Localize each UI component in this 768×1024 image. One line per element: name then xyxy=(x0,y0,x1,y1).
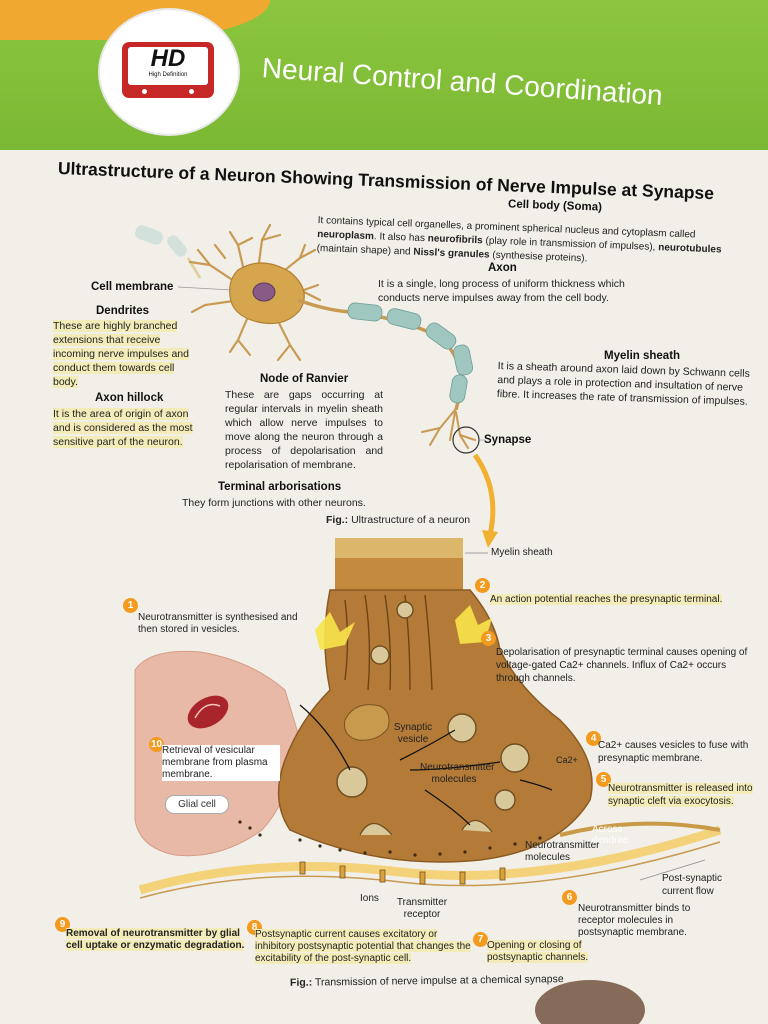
neighbour-neuron xyxy=(135,225,202,279)
step-4-text: Ca2+ causes vesicles to fuse with presyn… xyxy=(598,740,749,764)
dendrites xyxy=(188,223,322,362)
post-synaptic-current-label: Post-synaptic current flow xyxy=(662,873,723,897)
dendrites-heading: Dendrites xyxy=(96,305,150,317)
hd-logo-box: HD High Definition xyxy=(122,42,214,98)
step-6-badge: 6 xyxy=(562,890,577,905)
hd-logo-text: HD xyxy=(150,45,186,72)
step-10-text: Retrieval of vesicular membrane from pla… xyxy=(162,745,280,781)
step-9-text: Removal of neurotransmitter by glial cel… xyxy=(66,928,245,951)
node-of-ranvier-heading: Node of Ranvier xyxy=(260,373,349,385)
transmitter-receptors xyxy=(299,861,506,885)
postsynaptic-membrane xyxy=(138,825,722,895)
step-2-badge: 2 xyxy=(475,578,490,593)
hd-logo: HD High Definition xyxy=(100,10,238,134)
axon-hillock-text: It is the area of origin of axon and is … xyxy=(53,408,193,448)
hd-logo-subtext: High Definition xyxy=(148,72,188,78)
synapse-heading: Synapse xyxy=(484,434,532,446)
across-dendrite-label: Across dendrite xyxy=(592,824,629,846)
step-8-text: Postsynaptic current causes excitatory o… xyxy=(255,929,471,964)
mitochondrion-terminal xyxy=(344,704,390,741)
terminal-arborisations-text: They form junctions with other neurons. xyxy=(182,497,366,509)
across-dendrite-fiber xyxy=(559,821,721,837)
axon-hillock-heading: Axon hillock xyxy=(95,392,164,404)
node-of-ranvier-text: These are gaps occurring at regular inte… xyxy=(225,389,383,471)
synaptic-vesicles xyxy=(336,601,530,811)
cleft-neurotransmitter-label: Neurotransmitter molecules xyxy=(525,840,600,863)
step-2-text: An action potential reaches the presynap… xyxy=(490,594,723,605)
step-3-badge: 3 xyxy=(481,631,496,646)
synapse-circle xyxy=(452,426,480,454)
neurotransmitter-dots xyxy=(238,820,542,857)
step-7-badge: 7 xyxy=(473,932,488,947)
terminal-arborisations-heading: Terminal arborisations xyxy=(218,481,342,493)
myelin-sheath-text: It is a sheath around axon laid down by … xyxy=(496,359,751,408)
synaptic-vesicle-label: Synaptic vesicle xyxy=(393,722,433,745)
zoom-arrow xyxy=(472,453,496,536)
step-4-badge: 4 xyxy=(586,731,601,746)
step-6-text: Neurotransmitter binds to receptor molec… xyxy=(578,903,691,938)
step-10-badge: 10 xyxy=(149,737,164,752)
transmitter-receptor-label: Transmitter receptor xyxy=(396,897,448,920)
nucleus xyxy=(252,282,276,302)
step-5-text: Neurotransmitter is released into synapt… xyxy=(608,783,753,807)
finger-shadow xyxy=(535,980,645,1024)
myelin-sheath-heading: Myelin sheath xyxy=(604,350,681,362)
step-7-text: Opening or closing of postsynaptic chann… xyxy=(487,940,589,963)
neurotransmitter-molecules-label: Neurotransmitter molecules xyxy=(420,762,495,785)
ca-ion-label: Ca2+ xyxy=(556,755,578,765)
synapse-myelin-sheath-label: Myelin sheath xyxy=(491,547,553,558)
terminal-arborisations xyxy=(421,409,476,449)
neuron-figure-caption: Fig.: Ultrastructure of a neuron xyxy=(326,514,471,526)
dendrites-text: These are highly branched extensions tha… xyxy=(53,320,189,388)
glial-cell-label: Glial cell xyxy=(165,795,229,814)
axon-text: It is a single, long process of uniform … xyxy=(378,278,625,304)
step-3-text: Depolarisation of presynaptic terminal c… xyxy=(496,647,748,684)
action-potential-flash-left xyxy=(315,612,355,650)
step-1-badge: 1 xyxy=(123,598,138,613)
myelin-sheath-segments xyxy=(347,302,474,404)
axon-heading: Axon xyxy=(488,262,517,274)
step-1-text: Neurotransmitter is synthesised and then… xyxy=(138,612,298,635)
step-5-badge: 5 xyxy=(596,772,611,787)
ions-label: Ions xyxy=(360,893,379,904)
mitochondrion-glial xyxy=(187,695,229,729)
cell-membrane-heading: Cell membrane xyxy=(91,281,174,293)
